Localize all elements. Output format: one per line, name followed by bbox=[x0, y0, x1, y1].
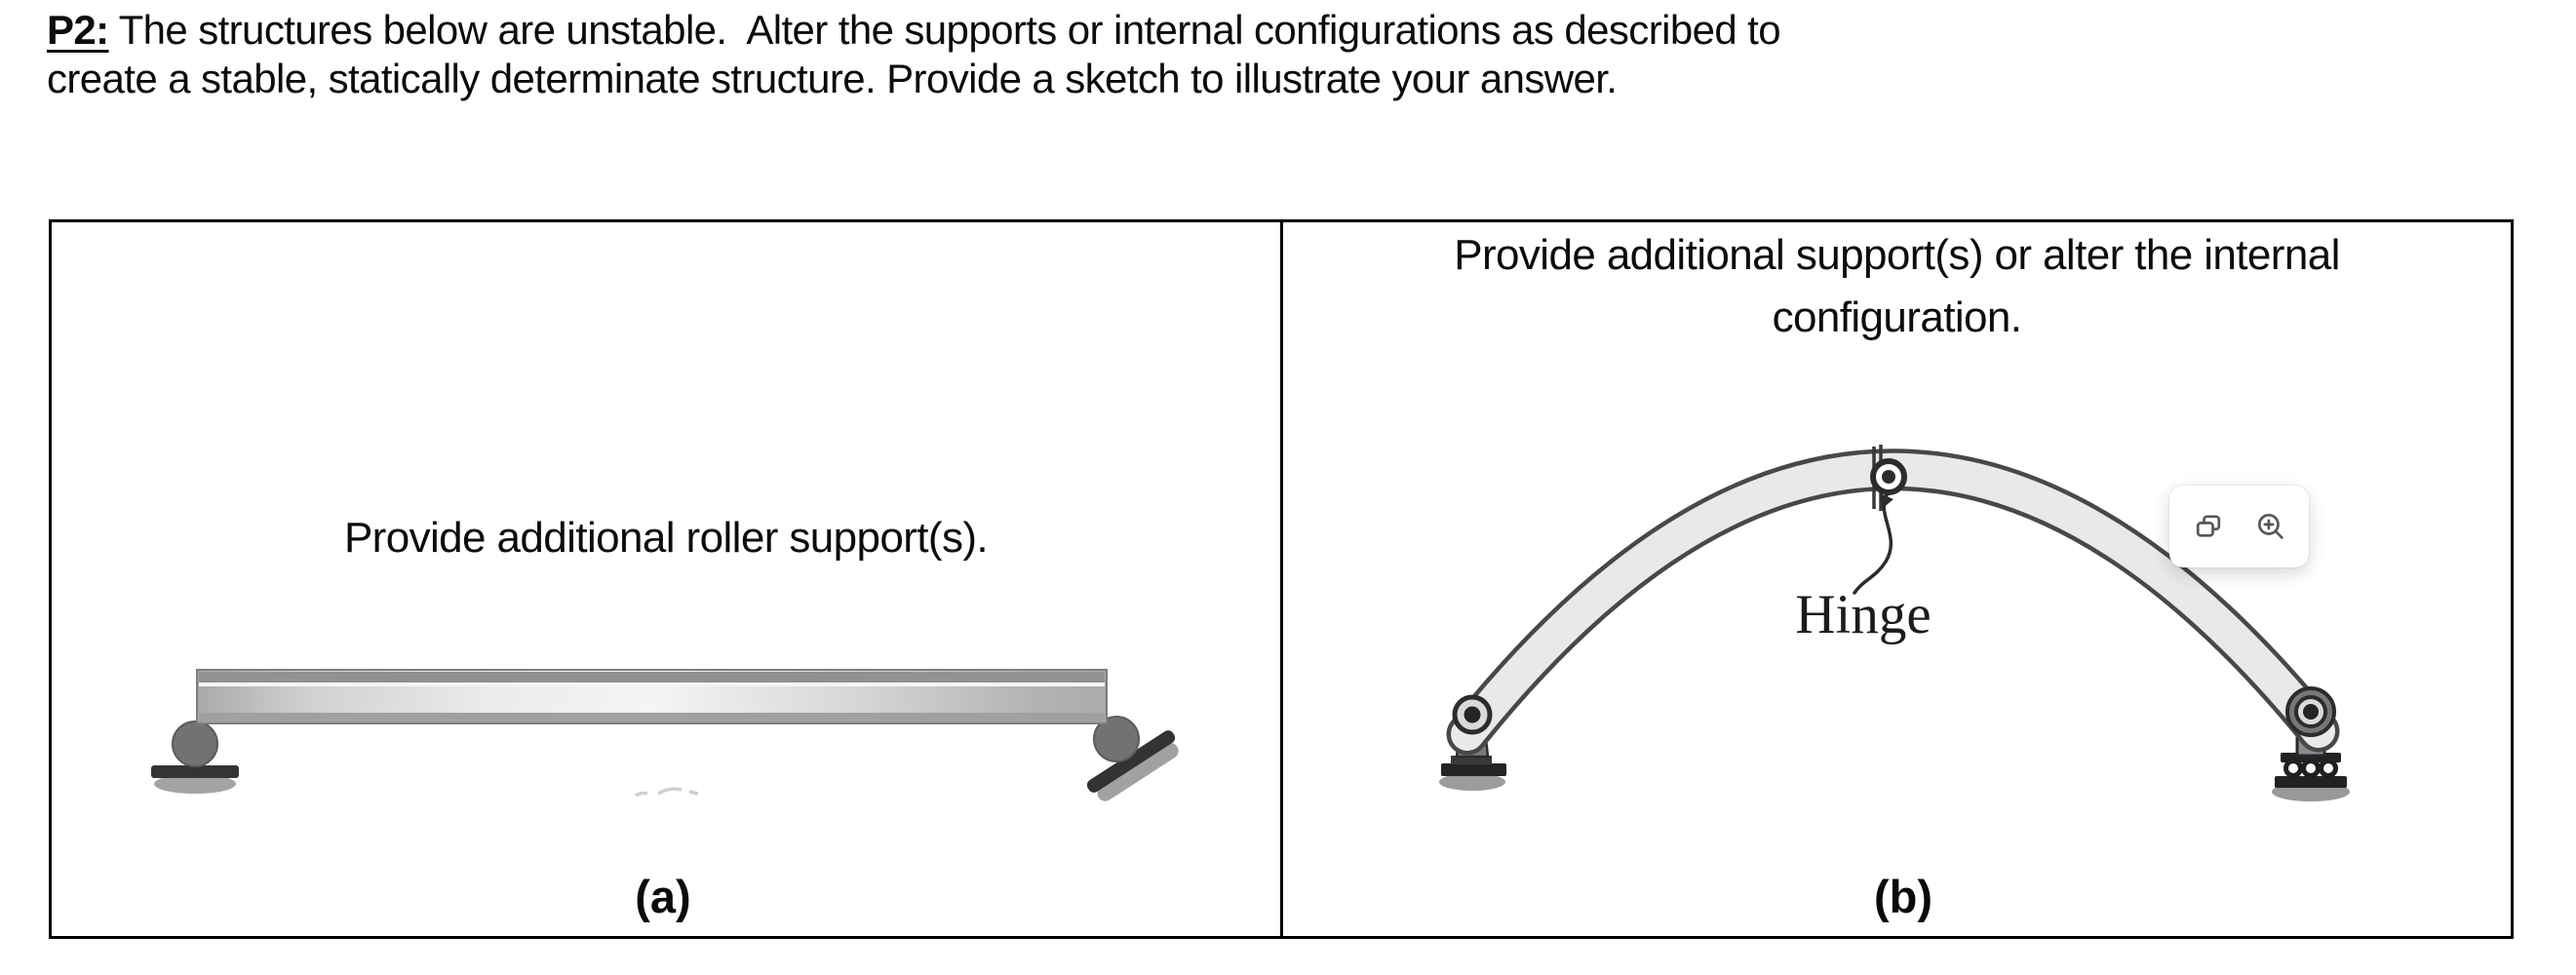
right-incline-group bbox=[1086, 730, 1179, 801]
right-support-roller-3 bbox=[2319, 759, 2338, 778]
problem-statement-line2: create a stable, statically determinate … bbox=[47, 56, 1618, 101]
hinge-label: Hinge bbox=[1795, 584, 1932, 645]
left-pin-base-plate bbox=[1441, 763, 1506, 776]
hinge-pin-dot bbox=[1882, 470, 1895, 484]
right-pin-dot bbox=[2303, 704, 2319, 720]
crown-hinge bbox=[1853, 445, 1907, 595]
right-support-roller-2 bbox=[2301, 759, 2321, 778]
figure-table bbox=[49, 219, 2514, 939]
incline-plate bbox=[1086, 730, 1176, 793]
hinge-leader-line bbox=[1853, 493, 1893, 595]
copy-image-button[interactable] bbox=[2184, 502, 2233, 551]
left-roller-circle bbox=[172, 721, 218, 767]
panel-b-label: (b) bbox=[1873, 871, 1932, 922]
left-roller-base-plate bbox=[151, 765, 239, 778]
table-divider bbox=[1280, 222, 1283, 936]
left-roller-shadow bbox=[154, 774, 236, 794]
problem-text-line1: The structures below are unstable. Alter… bbox=[118, 7, 1781, 53]
right-roller-circle bbox=[1093, 716, 1140, 762]
incline-shadow bbox=[1097, 743, 1179, 801]
beam-diagram bbox=[151, 669, 1179, 801]
problem-label: P2: bbox=[47, 7, 109, 53]
panel-b-caption: Provide additional support(s) or alter t… bbox=[1283, 224, 2511, 349]
image-toolbar bbox=[2169, 486, 2309, 567]
right-support-roller-1 bbox=[2283, 759, 2303, 778]
left-pin-dot bbox=[1464, 706, 1481, 723]
arch-diagram bbox=[1439, 445, 2350, 801]
panel-b-caption-line2: configuration. bbox=[1772, 293, 2022, 341]
problem-statement-line1: P2:The structures below are unstable. Al… bbox=[47, 6, 1781, 55]
beam-member bbox=[196, 669, 1108, 724]
panel-a-caption: Provide additional roller support(s). bbox=[343, 514, 989, 562]
copy-icon bbox=[2196, 515, 2220, 537]
right-support-bottom-plate bbox=[2275, 776, 2347, 788]
panel-b-caption-line1: Provide additional support(s) or alter t… bbox=[1454, 231, 2340, 279]
left-pin-step bbox=[1451, 756, 1492, 764]
zoom-in-button[interactable] bbox=[2246, 502, 2295, 551]
panel-a-label: (a) bbox=[635, 871, 691, 922]
hinge-leader-arrowhead bbox=[1880, 493, 1893, 509]
faint-erased-label bbox=[635, 787, 699, 798]
problem-statement: P2:The structures below are unstable. Al… bbox=[47, 6, 1781, 103]
left-pin-shadow bbox=[1439, 773, 1505, 791]
zoom-in-icon bbox=[2257, 513, 2283, 539]
